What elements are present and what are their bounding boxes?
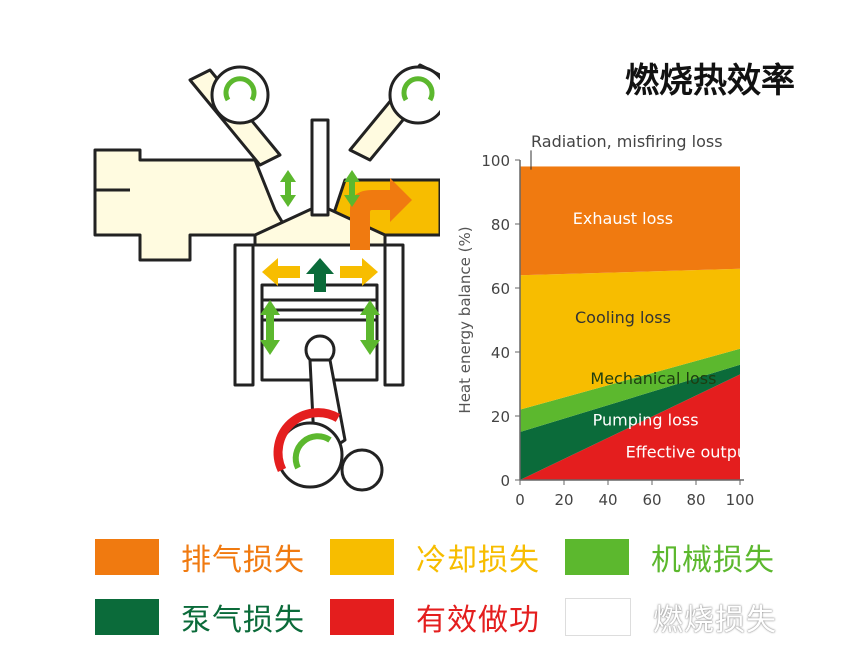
legend-item: 机械损失: [565, 535, 775, 579]
area-cooling-loss: [520, 268, 740, 410]
power-arrow-icon: [306, 258, 334, 292]
spark-plug: [310, 118, 330, 217]
crank-rotation-arrow-icon: [273, 408, 341, 472]
x-tick-label: 40: [598, 491, 617, 509]
exhaust-arrow-icon: [350, 178, 412, 250]
legend-label: 泵气损失: [181, 603, 305, 638]
legend-swatch: [95, 539, 159, 575]
legend-item: 泵气损失: [95, 595, 305, 639]
legend-label: 冷却损失: [416, 543, 540, 578]
legend: 排气损失 冷却损失 机械损失泵气损失 有效做功 燃烧损失: [0, 515, 865, 655]
legend-item: 排气损失: [95, 535, 305, 579]
area-radiation-misfiring-loss: [520, 160, 740, 167]
intake-port: [93, 148, 292, 262]
area-effective-output: [520, 374, 740, 480]
area-pumping-loss: [520, 364, 740, 480]
series-label: Cooling loss: [575, 308, 671, 327]
y-tick-label: 20: [491, 408, 510, 426]
series-label: Effective output: [626, 443, 754, 462]
legend-label: 排气损失: [181, 543, 305, 578]
cooling-arrow-left-icon: [262, 258, 300, 286]
cooling-arrow-right-icon: [340, 258, 378, 286]
series-label: Radiation, misfiring loss: [531, 132, 723, 151]
legend-swatch: [565, 539, 629, 575]
legend-swatch: [330, 599, 394, 635]
area-exhaust-loss: [520, 166, 740, 276]
cylinder-wall-right: [383, 243, 405, 387]
legend-label: 有效做功: [416, 603, 540, 638]
legend-swatch: [330, 539, 394, 575]
legend-label: 机械损失: [651, 543, 775, 578]
legend-swatch: [95, 599, 159, 635]
y-tick-label: 40: [491, 344, 510, 362]
x-tick-label: 0: [515, 491, 525, 509]
area-mechanical-loss: [520, 348, 740, 432]
series-label: Mechanical loss: [590, 369, 716, 388]
x-tick-label: 60: [642, 491, 661, 509]
chart-title: 燃烧热效率: [625, 61, 795, 101]
x-tick-label: 20: [554, 491, 573, 509]
y-tick-label: 60: [491, 280, 510, 298]
y-tick-label: 80: [491, 216, 510, 234]
y-tick-label: 0: [500, 472, 510, 490]
legend-item: 冷却损失: [330, 535, 540, 579]
cylinder-wall-left: [233, 243, 255, 387]
legend-label: 燃烧损失: [653, 603, 777, 638]
series-label: Exhaust loss: [573, 209, 673, 228]
x-tick-label: 80: [686, 491, 705, 509]
y-axis-label: Heat energy balance (%): [456, 226, 474, 413]
x-tick-label: 100: [726, 491, 755, 509]
legend-item: 有效做功: [330, 595, 540, 639]
legend-swatch: [565, 598, 631, 636]
intake-cam: [210, 65, 270, 125]
legend-item: 燃烧损失: [565, 595, 777, 639]
y-tick-label: 100: [481, 152, 510, 170]
series-label: Pumping loss: [593, 411, 699, 430]
engine-illustration: [93, 63, 440, 492]
